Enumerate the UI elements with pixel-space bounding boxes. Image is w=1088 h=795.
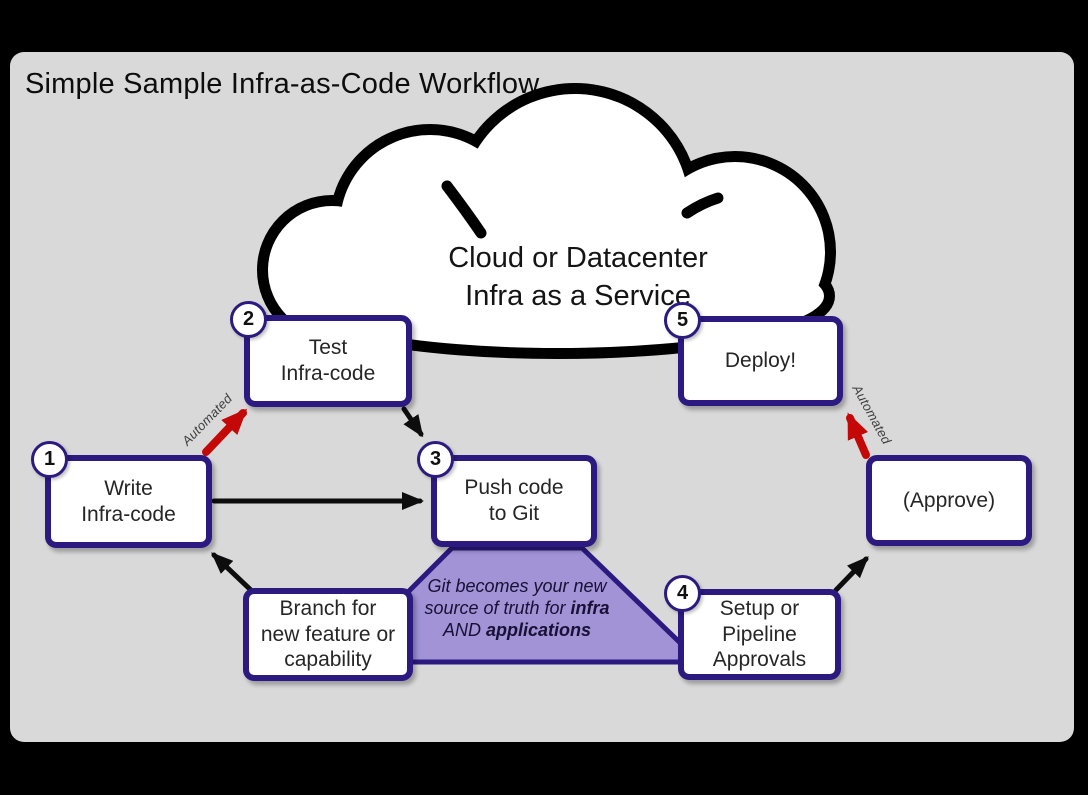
caption-line1: Git becomes your new bbox=[427, 576, 607, 596]
step-badge-1: 1 bbox=[31, 441, 68, 478]
node-push-code-to-git: 3 Push code to Git bbox=[417, 441, 597, 547]
node-label: Push code to Git bbox=[464, 476, 564, 525]
node-setup-pipeline-approvals: 4 Setup or Pipeline Approvals bbox=[664, 575, 841, 680]
step-badge-4: 4 bbox=[664, 575, 701, 612]
node-test-infra-code: 2 Test Infra-code bbox=[230, 301, 412, 407]
git-source-of-truth-caption: Git becomes your new source of truth for… bbox=[397, 576, 637, 642]
node-branch-for-feature: Branch for new feature or capability bbox=[243, 588, 413, 681]
cloud-icon bbox=[257, 83, 836, 359]
step-badge-5: 5 bbox=[664, 302, 701, 339]
node-approve: (Approve) bbox=[866, 455, 1032, 546]
step-badge-2: 2 bbox=[230, 301, 267, 338]
caption-line2-bold: infra bbox=[570, 597, 610, 618]
diagram-title: Simple Sample Infra-as-Code Workflow bbox=[25, 68, 540, 100]
node-deploy: 5 Deploy! bbox=[664, 302, 843, 406]
cloud-label: Cloud or Datacenter Infra as a Service bbox=[448, 242, 708, 312]
arrow-write-to-test-automated bbox=[202, 408, 248, 456]
step-badge-3: 3 bbox=[417, 441, 454, 478]
arrow-approve-to-deploy-automated bbox=[846, 412, 870, 459]
node-label: Write Infra-code bbox=[81, 476, 176, 526]
node-label: Setup or Pipeline Approvals bbox=[712, 597, 807, 672]
node-write-infra-code: 1 Write Infra-code bbox=[31, 441, 212, 548]
arrow-setup-to-approve bbox=[833, 556, 869, 593]
node-label: Test Infra-code bbox=[280, 336, 376, 385]
arrow-branch-to-write bbox=[211, 552, 257, 596]
caption-line3: AND bbox=[442, 619, 486, 640]
node-label: Branch for new feature or capability bbox=[260, 597, 396, 672]
caption-line2: source of truth for bbox=[424, 597, 571, 618]
node-label: (Approve) bbox=[902, 488, 996, 512]
caption-line3-bold: applications bbox=[485, 619, 592, 640]
arrow-test-to-push bbox=[401, 406, 424, 438]
node-label: Deploy! bbox=[724, 349, 797, 373]
